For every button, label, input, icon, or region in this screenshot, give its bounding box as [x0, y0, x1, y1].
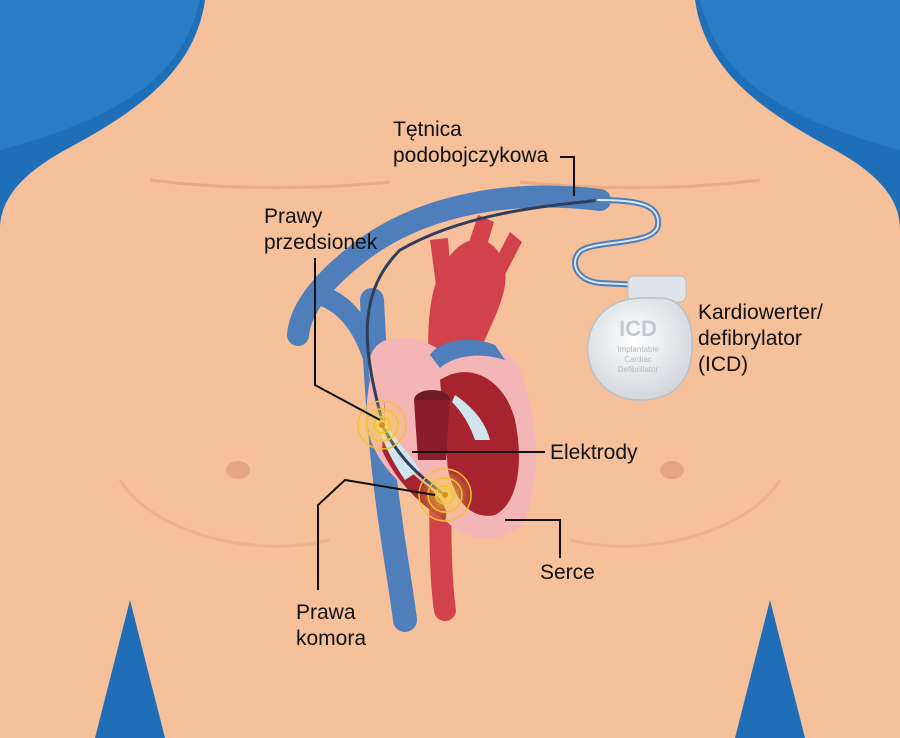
- valve: [452, 395, 490, 440]
- label-line: (ICD): [698, 353, 749, 376]
- right-nipple: [660, 461, 684, 479]
- label-line: Serce: [540, 561, 595, 584]
- lead-wire: [365, 198, 601, 421]
- aortic-branch: [430, 238, 452, 300]
- callout-line-ventricle: [317, 478, 436, 590]
- icd-device: ICD Implantable Cardiac Defibrillator: [586, 275, 693, 401]
- label-heart: Serce: [540, 560, 595, 586]
- ventricular-pulse: [417, 467, 473, 523]
- label-line: przedsionek: [264, 231, 378, 254]
- collarbone-line: [519, 178, 761, 190]
- chest-contour: [569, 479, 782, 548]
- icd-caption-line: Implantable: [617, 345, 659, 354]
- aortic-branch: [460, 215, 494, 275]
- background-shade: [0, 0, 200, 150]
- icd-brand: ICD: [619, 316, 657, 341]
- icd-caption-line: Cardiac: [624, 355, 652, 364]
- label-line: podobojczykowa: [393, 144, 549, 167]
- callout-line-heart: [505, 519, 561, 558]
- label-electrodes: Elektrody: [550, 440, 638, 466]
- label-line: Elektrody: [550, 441, 638, 464]
- subclavian-vessel: [287, 185, 611, 346]
- background-shade: [700, 0, 900, 150]
- callout-line-subclavian: [560, 156, 575, 196]
- atrial-pulse: [356, 399, 408, 451]
- right-arm-gap: [735, 600, 805, 738]
- aortic-root-tube: [414, 400, 450, 460]
- label-line: Tętnica: [393, 118, 462, 141]
- label-subclavian-artery: Tętnica podobojczykowa: [393, 117, 548, 169]
- callout-line-atrium: [314, 258, 381, 421]
- label-line: komora: [296, 627, 367, 650]
- left-nipple: [226, 461, 250, 479]
- chest-contour: [118, 479, 331, 548]
- device-lead: [574, 199, 660, 286]
- label-right-atrium: Prawy przedsionek: [264, 204, 377, 256]
- label-line: Kardiowerter/: [698, 301, 823, 324]
- aortic-branch: [485, 232, 522, 288]
- icd-caption-line: Defibrillator: [618, 365, 659, 374]
- label-icd: Kardiowerter/ defibrylator (ICD): [698, 300, 823, 378]
- label-line: Prawa: [296, 601, 356, 624]
- left-arm-gap: [95, 600, 165, 738]
- label-line: Prawy: [264, 205, 323, 228]
- collarbone-line: [149, 178, 391, 190]
- icd-can: [586, 297, 693, 401]
- pulmonary-artery: [430, 339, 505, 368]
- label-line: defibrylator: [698, 327, 802, 350]
- label-right-ventricle: Prawa komora: [296, 600, 366, 652]
